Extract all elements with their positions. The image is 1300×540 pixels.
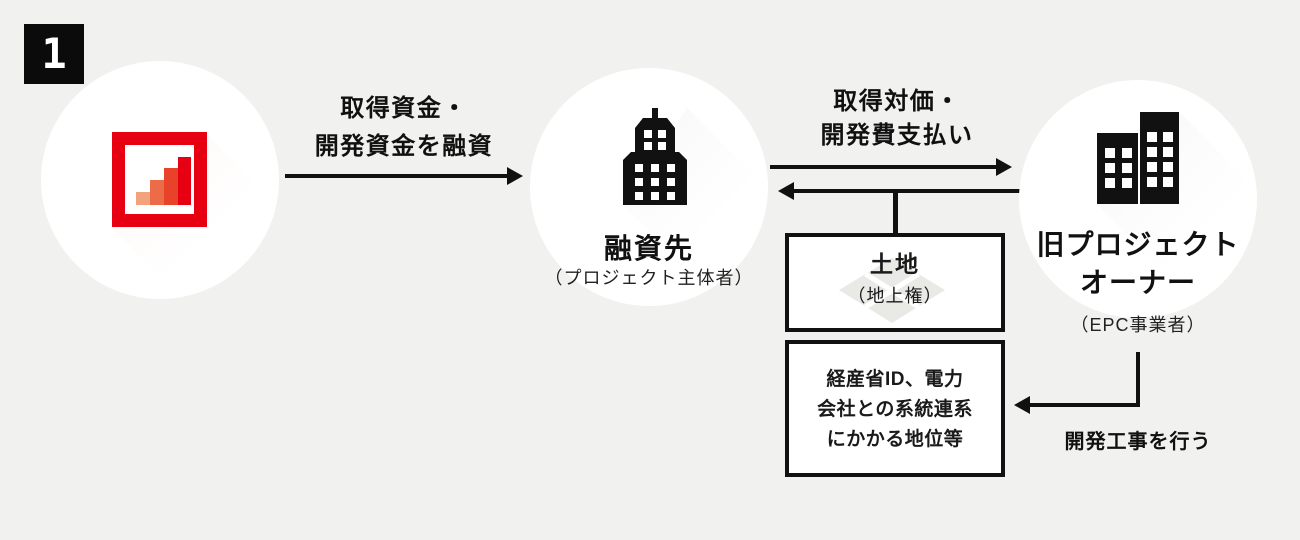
payment-arrow-label: 取得対価・ 開発費支払い bbox=[737, 85, 1057, 153]
payment-arrow-line bbox=[770, 165, 996, 169]
step-badge: 1 bbox=[24, 24, 84, 84]
loan-label-line2: 開発資金を融資 bbox=[314, 133, 494, 160]
construction-arrow-horizontal-line bbox=[1028, 403, 1140, 407]
transfer-arrow-head-icon bbox=[778, 182, 794, 200]
old-owner-title-line2: オーナー bbox=[1079, 267, 1196, 298]
construction-arrow-head-icon bbox=[1014, 396, 1030, 414]
old-owner-title-line1: 旧プロジェクト bbox=[1036, 229, 1240, 260]
transfer-arrow-line bbox=[794, 189, 1020, 193]
land-plot-watermark-icon bbox=[839, 258, 945, 323]
step-number: 1 bbox=[41, 29, 67, 78]
rights-box-line3: にかかる地位等 bbox=[826, 429, 964, 450]
payment-label-line2: 開発費支払い bbox=[820, 122, 974, 149]
payment-arrow-head-icon bbox=[996, 158, 1012, 176]
loan-arrow-label: 取得資金・ 開発資金を融資 bbox=[244, 90, 564, 166]
old-owner-subtitle: （EPC事業者） bbox=[1070, 315, 1206, 335]
borrower-title: 融資先 bbox=[603, 233, 694, 264]
old-owner-title: 旧プロジェクト オーナー bbox=[988, 226, 1288, 302]
bank-bar-chart-logo-icon bbox=[112, 132, 207, 227]
loan-arrow-line bbox=[285, 174, 507, 178]
rights-box-line2: 会社との系統連系 bbox=[817, 399, 973, 420]
two-buildings-icon bbox=[1097, 112, 1179, 204]
rights-box: 経産省ID、電力 会社との系統連系 にかかる地位等 bbox=[785, 340, 1005, 477]
loan-arrow-head-icon bbox=[507, 167, 523, 185]
land-box-subtitle: （地上権） bbox=[847, 286, 943, 306]
loan-label-line1: 取得資金・ bbox=[340, 95, 468, 122]
borrower-subtitle: （プロジェクト主体者） bbox=[544, 268, 754, 288]
payment-label-line1: 取得対価・ bbox=[833, 88, 961, 115]
rights-box-line1: 経産省ID、電力 bbox=[826, 369, 964, 390]
transfer-to-land-connector bbox=[893, 191, 898, 233]
construction-arrow-vertical-line bbox=[1136, 352, 1140, 405]
construction-label: 開発工事を行う bbox=[1064, 431, 1212, 453]
land-box-title: 土地 bbox=[870, 251, 920, 277]
land-box: 土地 （地上権） bbox=[785, 233, 1005, 332]
office-building-icon bbox=[623, 108, 687, 205]
